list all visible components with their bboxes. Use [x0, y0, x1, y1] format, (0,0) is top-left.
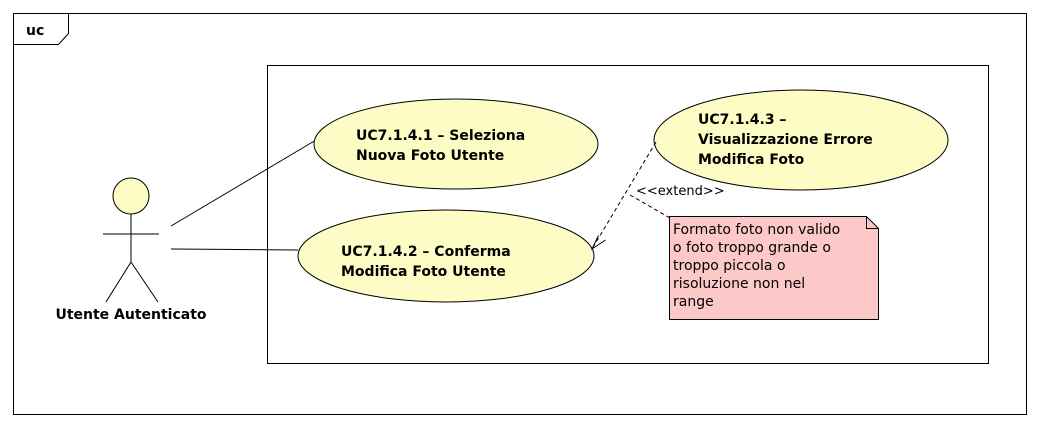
use-case-uc-7-1-4-1-label: UC7.1.4.1 – Seleziona Nuova Foto Utente	[356, 128, 530, 164]
actor-head	[112, 177, 150, 215]
actor-right-leg	[130, 261, 159, 303]
note-line: Formato foto non valido	[673, 222, 840, 238]
use-case-label-line: UC7.1.4.2 – Conferma	[341, 244, 511, 260]
use-case-label-line: Modifica Foto	[698, 152, 805, 168]
use-case-label-line: Visualizzazione Errore	[698, 132, 873, 148]
frame-label: uc	[26, 23, 44, 39]
use-case-label-line: Nuova Foto Utente	[356, 148, 504, 164]
actor-name: Utente Autenticato	[55, 307, 206, 323]
note-line: range	[673, 294, 714, 310]
use-case-uc-7-1-4-2[interactable]	[297, 209, 595, 303]
use-case-uc-7-1-4-1[interactable]	[313, 98, 599, 190]
note-line: troppo piccola o	[673, 258, 786, 274]
note-line: o foto troppo grande o	[673, 240, 831, 256]
actor-figure[interactable]	[103, 177, 159, 303]
use-case-uc-7-1-4-3[interactable]	[653, 89, 949, 191]
diagram-frame	[13, 13, 1027, 415]
association-actor-uc-7-1-4-2	[170, 248, 299, 251]
note-text: Formato foto non valido o foto troppo gr…	[673, 222, 845, 310]
note-fold	[866, 216, 879, 229]
use-case-uc-7-1-4-3-label: UC7.1.4.3 – Visualizzazione Errore Modif…	[698, 112, 878, 168]
use-case-label-line: UC7.1.4.3 –	[698, 112, 786, 128]
note-anchor	[629, 194, 671, 219]
use-case-label-line: Modifica Foto Utente	[341, 264, 506, 280]
frame-tab	[13, 13, 69, 45]
note-line: risoluzione non nel	[673, 276, 805, 292]
use-case-label-line: UC7.1.4.1 – Seleziona	[356, 128, 525, 144]
association-actor-uc-7-1-4-1	[170, 139, 317, 227]
extend-label: <<extend>>	[636, 184, 725, 199]
actor-left-leg	[105, 261, 132, 303]
use-case-uc-7-1-4-2-label: UC7.1.4.2 – Conferma Modifica Foto Utent…	[341, 244, 516, 280]
note-box[interactable]	[669, 216, 879, 320]
extend-arrowhead	[590, 235, 606, 251]
